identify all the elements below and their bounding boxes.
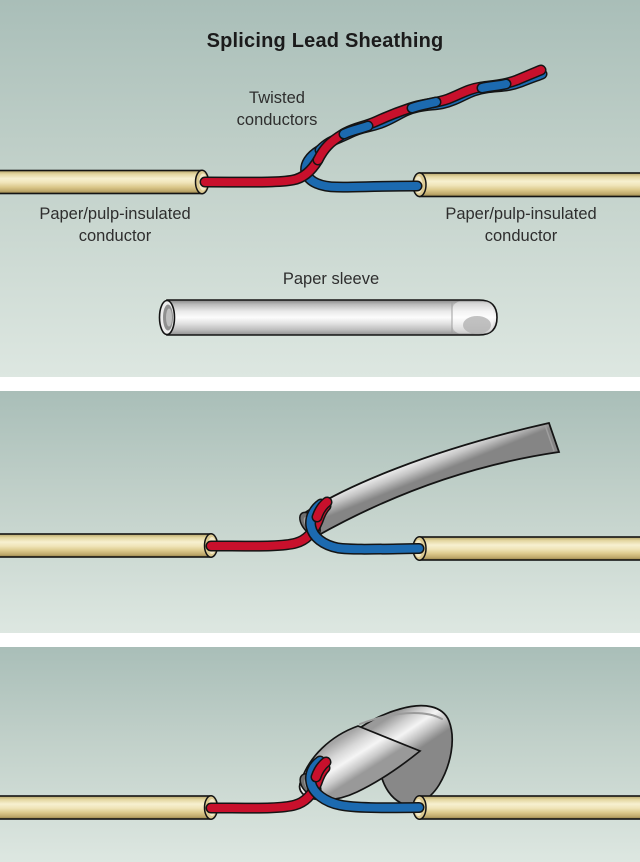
sleeve-end-shading [463, 316, 491, 334]
panel-divider [0, 377, 640, 391]
left-conductor-label-line2: conductor [78, 227, 152, 245]
step-3-panel [0, 647, 640, 862]
conductor-splice [205, 755, 425, 814]
right-cable [412, 536, 640, 561]
left-conductor-label-line1: Paper/pulp-insulated [39, 205, 191, 223]
right-conductor-label: Paper/pulp-insulated conductor [445, 203, 596, 247]
step-2-panel [0, 391, 640, 633]
diagram-title: Splicing Lead Sheathing [206, 30, 444, 52]
twisted-conductors-label: Twisted conductors [237, 87, 318, 131]
paper-sleeve-curved [299, 421, 561, 538]
twisted-conductors-label-line1: Twisted [249, 89, 305, 107]
step-3-illustration [0, 704, 640, 820]
sleeve-opening [158, 299, 176, 336]
left-cable [0, 169, 210, 195]
paper-sleeve-label: Paper sleeve [283, 268, 379, 290]
right-cable [412, 172, 640, 198]
twisted-conductors-label-line2: conductors [236, 111, 318, 129]
red-conductor-tip [311, 496, 333, 523]
conductor-splice [205, 496, 425, 555]
left-cable [0, 533, 219, 558]
paper-sleeve-scrunched [298, 704, 454, 806]
panel-divider [0, 633, 640, 647]
step-1-illustration [0, 64, 640, 336]
right-cable [412, 795, 640, 820]
left-cable [0, 795, 219, 820]
paper-sleeve-label-line1: Paper sleeve [282, 270, 380, 288]
step-1-panel: Splicing Lead Sheathing Twisted conducto… [0, 0, 640, 377]
conductor-splice [199, 64, 548, 193]
right-conductor-label-line2: conductor [484, 227, 558, 245]
paper-sleeve-tube [158, 299, 498, 336]
twisted-pair [312, 64, 548, 166]
red-conductor [199, 154, 324, 188]
left-conductor-label: Paper/pulp-insulated conductor [39, 203, 190, 247]
step-2-illustration [0, 421, 640, 561]
sleeve-flap [298, 725, 422, 801]
right-conductor-label-line1: Paper/pulp-insulated [445, 205, 597, 223]
blue-conductor [300, 144, 423, 193]
blue-conductor [305, 755, 425, 814]
red-conductor-tip [310, 756, 332, 783]
